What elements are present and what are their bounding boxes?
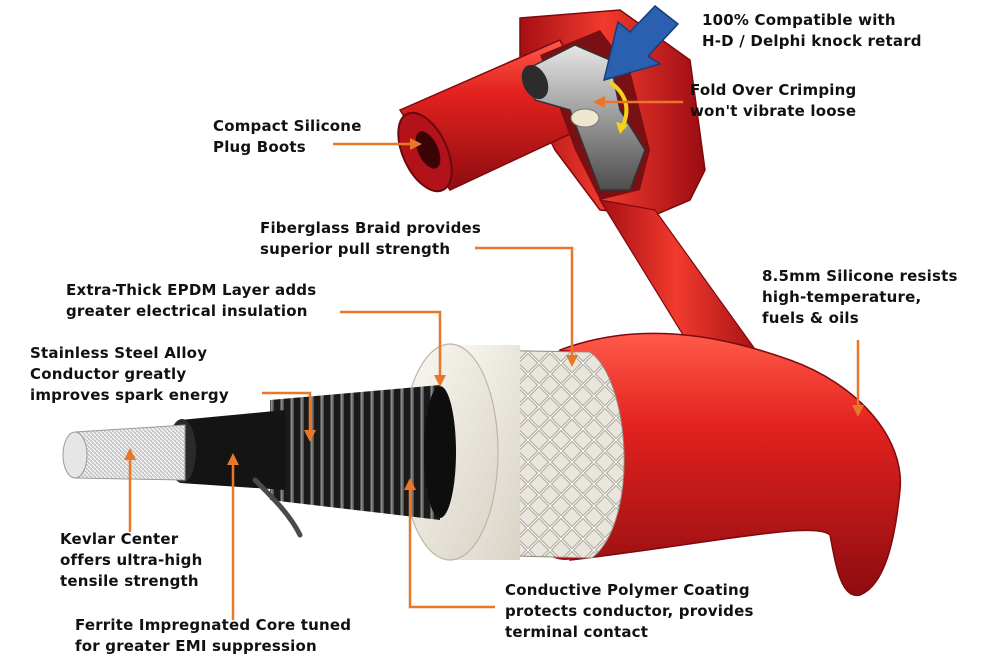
label-steel-line3: improves spark energy: [30, 386, 229, 404]
blue-arrow: [602, 4, 680, 82]
label-crimping: Fold Over Crimping won't vibrate loose: [690, 80, 856, 122]
label-silicone-line1: 8.5mm Silicone resists: [762, 267, 958, 285]
ferrite-core: [180, 410, 285, 490]
label-epdm-line1: Extra-Thick EPDM Layer adds: [66, 281, 317, 299]
label-kevlar-line2: offers ultra-high: [60, 551, 203, 569]
label-silicone-line2: high-temperature,: [762, 288, 922, 306]
boot-assembly: [397, 4, 771, 396]
label-steel: Stainless Steel Alloy Conductor greatly …: [30, 343, 229, 406]
label-silicone-line3: fuels & oils: [762, 309, 859, 327]
label-crimping-line1: Fold Over Crimping: [690, 81, 857, 99]
label-compatible-line2: H-D / Delphi knock retard: [702, 32, 922, 50]
label-epdm: Extra-Thick EPDM Layer adds greater elec…: [66, 280, 316, 322]
label-fiberglass: Fiberglass Braid provides superior pull …: [260, 218, 481, 260]
label-compatible: 100% Compatible with H-D / Delphi knock …: [702, 10, 922, 52]
label-ferrite-line1: Ferrite Impregnated Core tuned: [75, 616, 352, 634]
conductive-polymer: [270, 385, 440, 520]
label-kevlar: Kevlar Center offers ultra-high tensile …: [60, 529, 202, 592]
label-crimping-line2: won't vibrate loose: [690, 102, 857, 120]
label-kevlar-line1: Kevlar Center: [60, 530, 179, 548]
leader-lines: [128, 100, 860, 620]
label-ferrite: Ferrite Impregnated Core tuned for great…: [75, 615, 351, 657]
leader-arrowheads: [124, 96, 864, 490]
label-steel-line2: Conductor greatly: [30, 365, 187, 383]
cable-cross-section: [62, 332, 902, 596]
silicone-jacket: [559, 332, 902, 596]
label-polymer-line1: Conductive Polymer Coating: [505, 581, 750, 599]
label-boots-line1: Compact Silicone: [213, 117, 362, 135]
label-epdm-line2: greater electrical insulation: [66, 302, 308, 320]
label-fiberglass-line2: superior pull strength: [260, 240, 451, 258]
label-polymer-line2: protects conductor, provides: [505, 602, 754, 620]
label-silicone: 8.5mm Silicone resists high-temperature,…: [762, 266, 958, 329]
crimp-eyelet: [570, 108, 600, 128]
label-boots-line2: Plug Boots: [213, 138, 306, 156]
label-polymer-line3: terminal contact: [505, 623, 649, 641]
label-fiberglass-line1: Fiberglass Braid provides: [260, 219, 482, 237]
label-kevlar-line3: tensile strength: [60, 572, 199, 590]
label-steel-line1: Stainless Steel Alloy: [30, 344, 208, 362]
label-polymer: Conductive Polymer Coating protects cond…: [505, 580, 754, 643]
label-ferrite-line2: for greater EMI suppression: [75, 637, 317, 655]
stray-wire: [252, 477, 303, 538]
label-compatible-line1: 100% Compatible with: [702, 11, 896, 29]
label-boots: Compact Silicone Plug Boots: [213, 116, 362, 158]
